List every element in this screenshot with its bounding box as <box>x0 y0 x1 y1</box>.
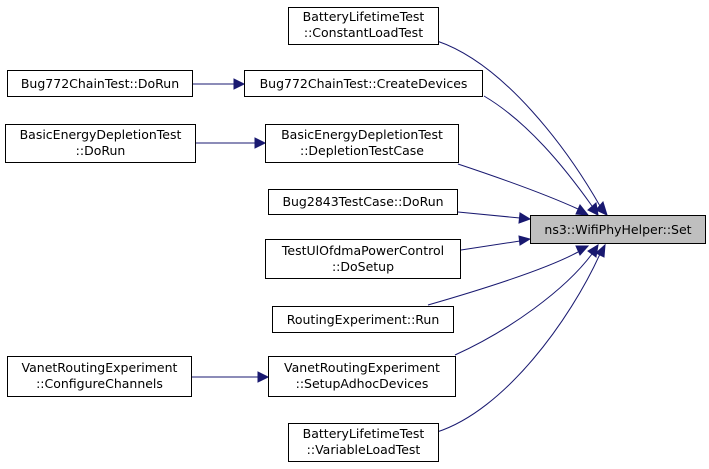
node-label: Bug772ChainTest::DoRun <box>21 76 179 91</box>
node-label-line-2: ::DoRun <box>76 143 126 158</box>
edge-vanet-setup-to-set <box>454 253 593 356</box>
node-label-line-1: VanetRoutingExperiment <box>284 360 440 375</box>
edge-arrowhead <box>587 202 599 216</box>
edge-battery-variable-to-set <box>436 253 601 433</box>
node-label-line-1: BatteryLifetimeTest <box>303 426 425 441</box>
node-label: Bug772ChainTest::CreateDevices <box>260 76 468 91</box>
node-label-line-1: TestUlOfdmaPowerControl <box>281 243 444 258</box>
node-wifiphyhelper-set[interactable]: ns3::WifiPhyHelper::Set <box>530 215 706 244</box>
node-label: RoutingExperiment::Run <box>287 312 440 327</box>
node-label-line-2: ::ConfigureChannels <box>36 376 163 391</box>
edges <box>192 40 608 433</box>
node-label-line-1: BasicEnergyDepletionTest <box>20 127 182 142</box>
edge-arrowhead <box>587 244 599 258</box>
node-battery-variable-load-test[interactable]: BatteryLifetimeTest ::VariableLoadTest <box>288 423 439 462</box>
node-routing-experiment-run[interactable]: RoutingExperiment::Run <box>272 306 454 333</box>
node-label-line-2: ::DoSetup <box>332 259 394 274</box>
edge-bug772-create-to-set <box>483 95 593 207</box>
node-vanet-configure-channels[interactable]: VanetRoutingExperiment ::ConfigureChanne… <box>7 356 192 397</box>
node-vanet-setup-adhoc-devices[interactable]: VanetRoutingExperiment ::SetupAdhocDevic… <box>268 356 456 397</box>
edge-arrowhead <box>254 137 267 149</box>
edge-routing-to-set <box>427 251 579 306</box>
node-label-line-2: ::ConstantLoadTest <box>304 25 423 40</box>
node-label-line-2: ::SetupAdhocDevices <box>296 376 429 391</box>
node-basic-depletion-test-case[interactable]: BasicEnergyDepletionTest ::DepletionTest… <box>265 124 459 163</box>
node-basic-depletion-dorun[interactable]: BasicEnergyDepletionTest ::DoRun <box>5 124 196 163</box>
node-label-line-2: ::VariableLoadTest <box>307 442 421 457</box>
edge-arrowhead <box>518 212 532 224</box>
edge-arrowhead <box>595 200 608 216</box>
node-battery-constant-load-test[interactable]: BatteryLifetimeTest ::ConstantLoadTest <box>288 7 439 45</box>
edge-arrowhead <box>575 245 590 256</box>
node-label-line-1: VanetRoutingExperiment <box>22 360 178 375</box>
edge-arrowhead <box>595 243 606 258</box>
edge-bug2843-to-set <box>457 211 521 219</box>
edge-arrowhead <box>257 371 270 383</box>
edge-arrowhead <box>233 78 246 90</box>
nodes: ns3::WifiPhyHelper::Set BatteryLifetimeT… <box>5 7 706 462</box>
node-testul-ofdma-dosetup[interactable]: TestUlOfdmaPowerControl ::DoSetup <box>265 239 461 279</box>
node-label-line-1: BasicEnergyDepletionTest <box>281 127 443 142</box>
edge-battery-constant-to-set <box>436 40 601 207</box>
node-label-line-1: BatteryLifetimeTest <box>303 9 425 24</box>
edge-arrowhead <box>575 204 590 216</box>
edge-basic-depletion-to-set <box>457 163 579 210</box>
node-bug772-create-devices[interactable]: Bug772ChainTest::CreateDevices <box>244 70 483 97</box>
node-bug2843-dorun[interactable]: Bug2843TestCase::DoRun <box>268 189 458 215</box>
edge-testul-to-set <box>460 240 521 251</box>
node-label: Bug2843TestCase::DoRun <box>282 194 443 209</box>
node-label: ns3::WifiPhyHelper::Set <box>544 222 691 237</box>
node-label-line-2: ::DepletionTestCase <box>300 143 424 158</box>
node-bug772-dorun[interactable]: Bug772ChainTest::DoRun <box>7 70 193 97</box>
edge-arrowhead <box>518 235 532 246</box>
